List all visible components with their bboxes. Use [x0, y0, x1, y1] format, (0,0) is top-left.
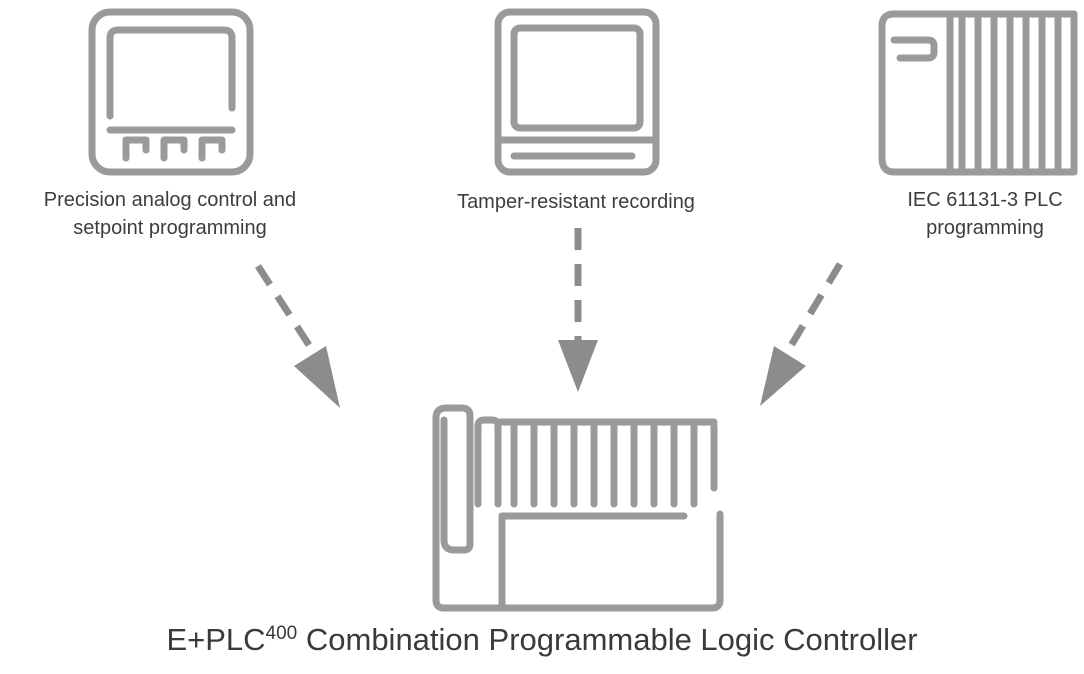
right-dashed-arrow	[760, 262, 844, 406]
plc-programming-caption-line-1: IEC 61131-3 PLC	[907, 189, 1063, 211]
left-dashed-arrow	[255, 264, 340, 408]
recording-caption-line-1: Tamper-resistant recording	[457, 191, 695, 213]
plc-programming-caption-line-2: programming	[926, 217, 1044, 239]
product-title: E+PLC400 Combination Programmable Logic …	[0, 620, 1084, 660]
plc-rack-icon	[878, 8, 1084, 178]
analog-control-caption-line-2: setpoint programming	[73, 217, 267, 239]
analog-controller-icon	[88, 8, 256, 178]
recorder-icon	[494, 8, 662, 178]
center-dashed-arrow	[558, 228, 598, 392]
plc-programming-caption: IEC 61131-3 PLC programming	[890, 186, 1080, 242]
product-title-suffix: Combination Programmable Logic Controlle…	[297, 622, 918, 657]
analog-control-caption-line-1: Precision analog control and	[43, 189, 297, 211]
eplc400-controller-icon	[432, 404, 724, 614]
analog-control-caption: Precision analog control and setpoint pr…	[2, 186, 338, 242]
product-title-prefix: E+PLC	[166, 622, 266, 657]
product-title-superscript: 400	[265, 623, 298, 644]
recording-caption: Tamper-resistant recording	[408, 188, 744, 216]
